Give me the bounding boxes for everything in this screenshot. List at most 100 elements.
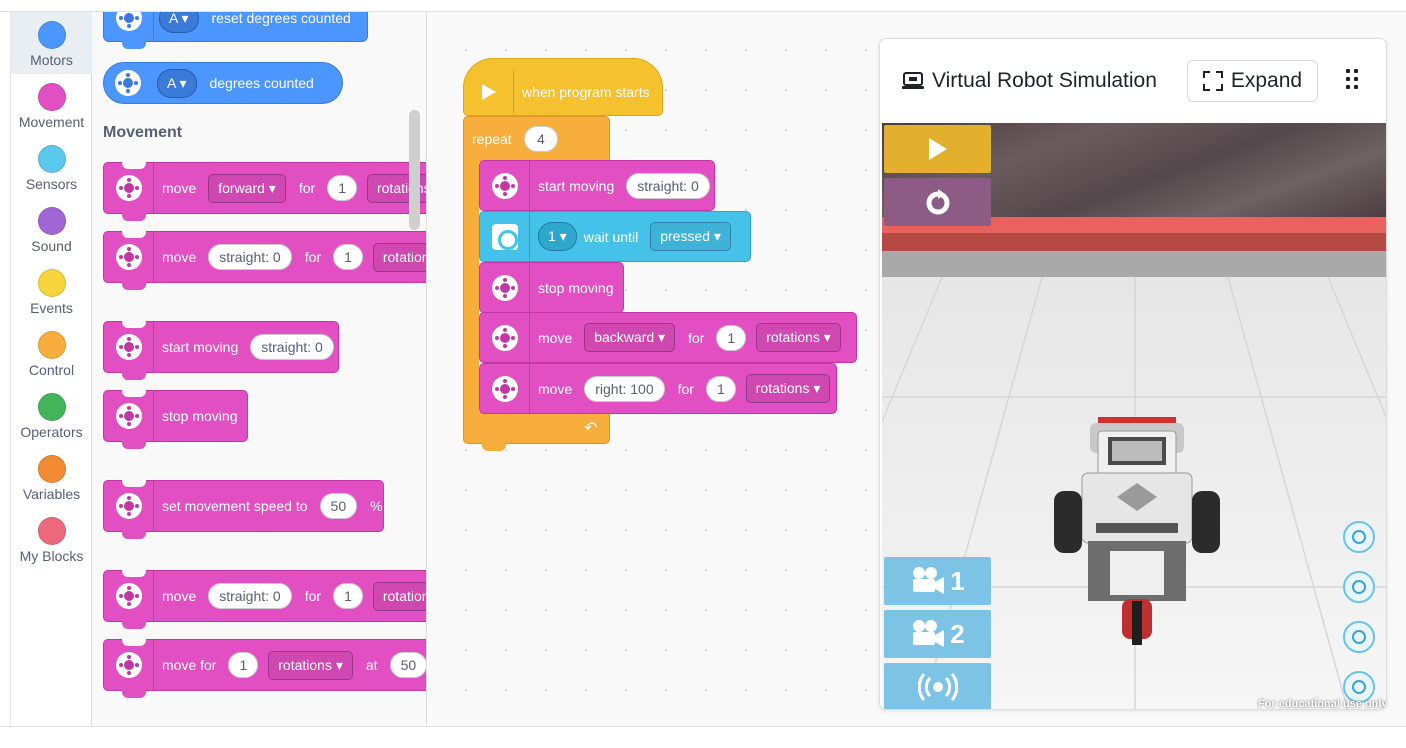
category-control[interactable]: Control [11, 322, 92, 384]
brick-icon [1352, 680, 1366, 694]
move-direction-block[interactable]: move forward for 1 rotations [103, 162, 426, 221]
drag-handle-icon[interactable] [1346, 69, 1360, 91]
bottom-divider [0, 726, 1406, 727]
script-stop-moving-block[interactable]: stop moving [479, 262, 624, 313]
script-move-right-block[interactable]: move right: 100 for 1 rotations [479, 363, 837, 414]
simulation-title: Virtual Robot Simulation [902, 69, 1157, 93]
sensor-state-dropdown[interactable]: pressed [650, 222, 731, 251]
steer-input[interactable]: straight: 0 [626, 172, 710, 199]
movement-icon-cell [104, 391, 154, 441]
amount-input[interactable]: 1 [716, 324, 747, 351]
category-variables[interactable]: Variables [11, 446, 92, 508]
port-dropdown[interactable]: A [157, 68, 197, 98]
reset-button[interactable] [884, 178, 991, 226]
camera-1-button[interactable]: 1 [884, 557, 991, 605]
amount-input[interactable]: 1 [333, 583, 363, 609]
amount-input[interactable]: 1 [228, 652, 259, 678]
amount-input[interactable]: 1 [327, 175, 357, 201]
steer-input[interactable]: straight: 0 [250, 334, 334, 360]
speed-input[interactable]: 50 [319, 493, 358, 519]
ultrasonic-sensor-view-button[interactable] [1343, 621, 1375, 653]
unit-dropdown[interactable]: rotations [372, 581, 426, 611]
touch-sensor-icon [1352, 530, 1366, 544]
block-notch [122, 390, 146, 397]
educational-notice: For educational use only [1258, 698, 1387, 710]
amount-input[interactable]: 1 [333, 244, 363, 270]
amount-input[interactable]: 1 [705, 375, 736, 402]
movement-icon-cell [104, 232, 154, 282]
brick-view-button[interactable] [1343, 671, 1375, 703]
broadcast-camera-button[interactable] [884, 663, 991, 709]
move-steer-block[interactable]: move straight: 0 for 1 rotations [103, 231, 426, 290]
movement-icon-cell [104, 481, 154, 531]
category-sound[interactable]: Sound [11, 198, 92, 260]
steer-input[interactable]: straight: 0 [208, 583, 292, 609]
category-motors[interactable]: Motors [11, 12, 92, 74]
repeat-count-input[interactable]: 4 [524, 126, 558, 152]
repeat-footer: ↶ [463, 412, 610, 451]
category-events[interactable]: Events [11, 260, 92, 322]
touch-sensor-view-button[interactable] [1343, 521, 1375, 553]
movement-wheel-icon [491, 324, 518, 351]
block-tab [122, 213, 146, 221]
palette-section-title: Movement [103, 124, 183, 141]
script-move-backward-block[interactable]: move backward for 1 rotations [479, 312, 857, 363]
unit-dropdown[interactable]: rotations [268, 650, 353, 680]
simulation-title-text: Virtual Robot Simulation [932, 69, 1157, 92]
movement-icon-cell [104, 322, 154, 372]
run-button[interactable] [884, 125, 991, 173]
move-for-block[interactable]: move for 1 rotations at 50 [103, 639, 426, 698]
block-text: stop moving [538, 279, 614, 296]
expand-label: Expand [1230, 69, 1303, 92]
stop-moving-block[interactable]: stop moving [103, 390, 248, 449]
category-dot-motors [37, 21, 66, 49]
category-operators[interactable]: Operators [11, 384, 92, 446]
category-label: Movement [18, 114, 85, 130]
simulation-viewport[interactable]: 1 2 For educational use only [882, 123, 1387, 710]
movement-icon-cell [104, 571, 154, 621]
ev3-robot-model [1054, 417, 1220, 645]
start-moving-block[interactable]: start moving straight: 0 [103, 321, 339, 380]
movement-wheel-icon [115, 583, 142, 609]
block-text: when program starts [522, 84, 650, 100]
camera-2-button[interactable]: 2 [884, 610, 991, 658]
category-label: Sound [31, 238, 72, 254]
when-program-starts-block[interactable]: when program starts [463, 58, 663, 116]
category-my-blocks[interactable]: My Blocks [11, 508, 92, 570]
script-wait-until-block[interactable]: 1 wait until pressed [479, 211, 751, 262]
category-label: Events [30, 300, 73, 316]
category-sensors[interactable]: Sensors [11, 136, 92, 198]
degrees-counted-block[interactable]: A degrees counted [103, 62, 343, 104]
block-notch [122, 480, 146, 487]
block-notch [122, 162, 146, 169]
move-steer-block[interactable]: move straight: 0 for 1 rotations [103, 570, 426, 629]
unit-dropdown[interactable]: rotations [745, 374, 831, 403]
unit-dropdown[interactable]: rotations [372, 242, 426, 272]
category-movement[interactable]: Movement [11, 74, 92, 136]
port-dropdown[interactable]: A [159, 12, 199, 33]
palette-scrollbar[interactable] [409, 110, 420, 230]
steer-input[interactable]: right: 100 [584, 375, 665, 402]
repeat-block[interactable]: repeat 4 [463, 116, 610, 162]
expand-button[interactable]: Expand [1187, 60, 1318, 102]
steer-input[interactable]: straight: 0 [208, 244, 292, 270]
block-text: move [162, 249, 197, 265]
speed-input[interactable]: 50 [389, 652, 426, 678]
unit-dropdown[interactable]: rotations [756, 323, 841, 352]
gyro-sensor-view-button[interactable] [1343, 571, 1375, 603]
block-text: move [162, 588, 197, 604]
block-text: for [304, 249, 322, 265]
camera-icon [913, 567, 945, 594]
script-start-moving-block[interactable]: start moving straight: 0 [479, 160, 715, 211]
scene-wall [882, 217, 1386, 233]
sensor-port-dropdown[interactable]: 1 [538, 222, 577, 251]
block-text: move [538, 329, 573, 346]
set-speed-block[interactable]: set movement speed to 50 % [103, 480, 384, 539]
reset-degrees-block[interactable]: A reset degrees counted [103, 12, 368, 49]
direction-dropdown[interactable]: forward [208, 173, 286, 203]
category-dot-control [37, 331, 66, 359]
block-text: wait until [583, 228, 639, 245]
category-dot-sensors [37, 145, 66, 173]
direction-dropdown[interactable]: backward [584, 323, 676, 352]
